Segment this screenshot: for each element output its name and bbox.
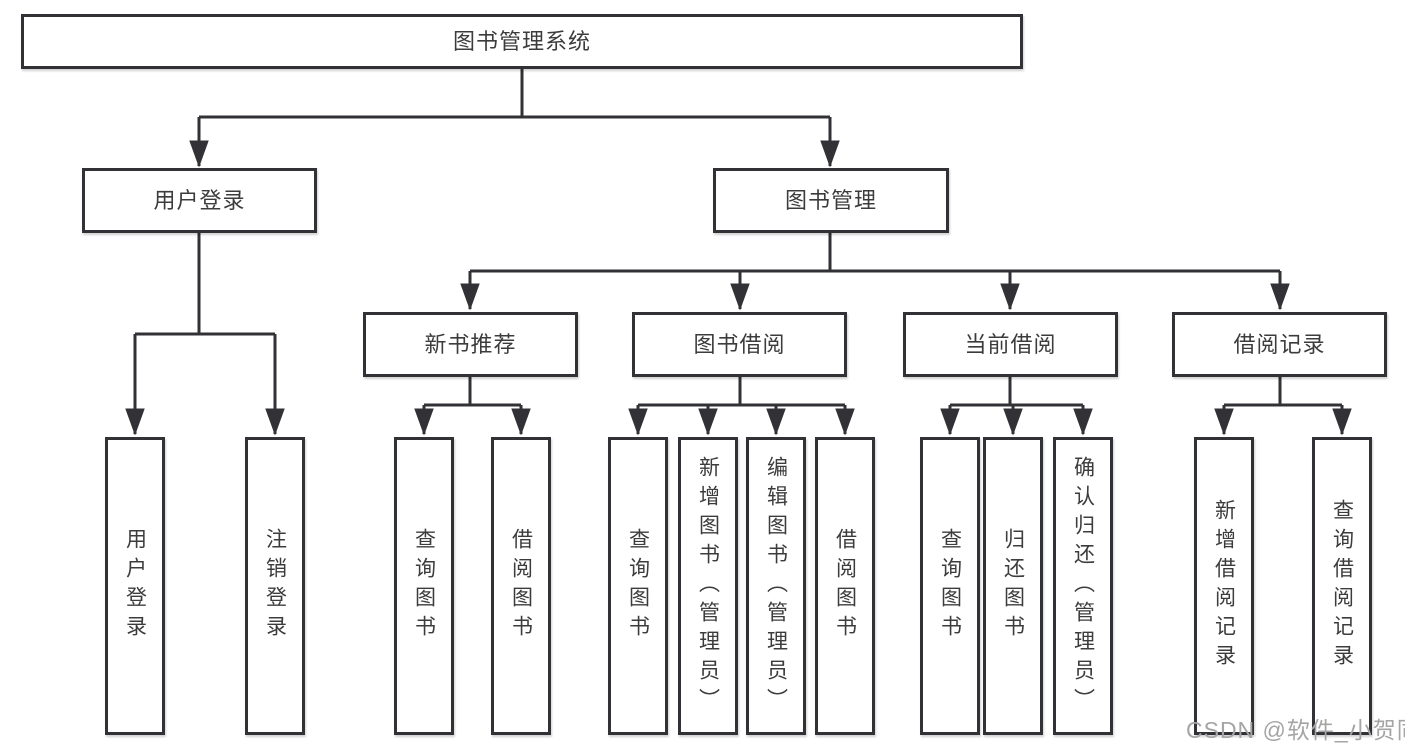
leaf-confirm-return-admin: 确认归还（管理员） xyxy=(1053,437,1113,735)
node-current-borrow: 当前借阅 xyxy=(903,312,1118,377)
node-book-borrow: 图书借阅 xyxy=(632,312,847,377)
leaf-add-books-admin: 新增图书（管理员） xyxy=(678,437,738,735)
leaf-borrow-books: 借阅图书 xyxy=(815,437,875,735)
node-library-system: 图书管理系统 xyxy=(21,14,1023,69)
leaf-add-borrow-record: 新增借阅记录 xyxy=(1194,437,1254,735)
node-borrow-records: 借阅记录 xyxy=(1172,312,1387,377)
leaf-query-books-recommend: 查询图书 xyxy=(394,437,454,735)
leaf-user-login: 用户登录 xyxy=(105,437,165,735)
leaf-logout: 注销登录 xyxy=(245,437,305,735)
leaf-return-books: 归还图书 xyxy=(983,437,1043,735)
leaf-query-borrow-record: 查询借阅记录 xyxy=(1312,437,1372,735)
watermark: CSDN @软件_小贺同学 xyxy=(1186,717,1405,743)
leaf-borrow-books-recommend: 借阅图书 xyxy=(491,437,551,735)
node-book-management: 图书管理 xyxy=(713,168,949,233)
leaf-query-books-borrow: 查询图书 xyxy=(608,437,668,735)
node-new-book-recommend: 新书推荐 xyxy=(363,312,578,377)
leaf-edit-books-admin: 编辑图书（管理员） xyxy=(746,437,806,735)
leaf-query-books-current: 查询图书 xyxy=(920,437,980,735)
node-user-login: 用户登录 xyxy=(82,168,317,233)
